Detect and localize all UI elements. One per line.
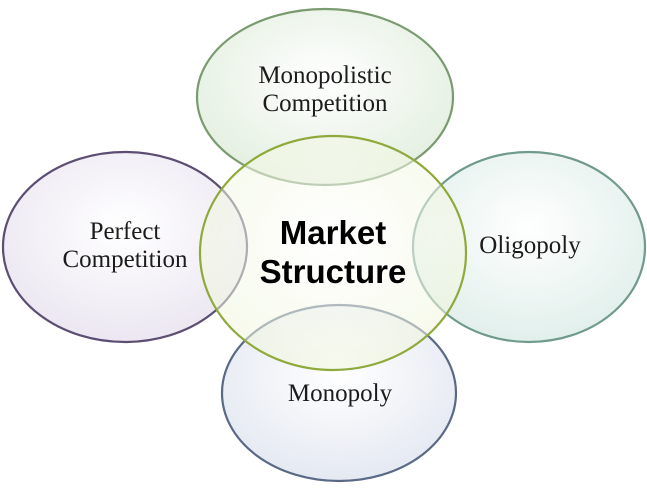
node-left-line2: Competition: [62, 246, 188, 273]
node-top-line2: Competition: [262, 90, 388, 117]
center-line1: Market: [279, 214, 387, 251]
node-right-line1: Oligopoly: [479, 232, 581, 259]
node-bottom-label: Monopoly: [255, 380, 425, 408]
ellipse-center: [198, 134, 468, 372]
node-right-label: Oligopoly: [445, 232, 615, 260]
node-left-line1: Perfect: [89, 218, 161, 245]
center-label: Market Structure: [222, 214, 444, 292]
node-bottom-line1: Monopoly: [287, 380, 393, 407]
center-line2: Structure: [259, 252, 407, 290]
node-top-line1: Monopolistic: [258, 62, 392, 89]
node-left-label: Perfect Competition: [20, 218, 230, 274]
node-top-label: Monopolistic Competition: [205, 62, 445, 118]
